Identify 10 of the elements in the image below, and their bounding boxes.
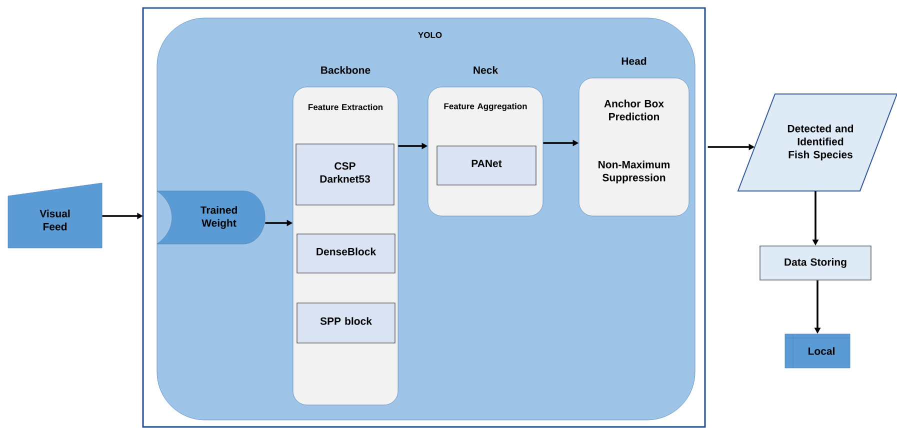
process-box: SPP block <box>296 302 396 344</box>
node-label: Backbone <box>321 66 370 74</box>
process-box: PANet <box>436 146 536 186</box>
node-label: Neck <box>474 66 498 74</box>
node-label: Head <box>622 57 646 65</box>
stage-column: Head Anchor Box Prediction Non-Maximum Suppression <box>578 57 690 216</box>
process-box: Data Storing <box>760 246 872 280</box>
storage-box: Local <box>784 334 850 368</box>
process-box: DenseBlock <box>296 234 396 274</box>
process-box: CSP Darknet53 <box>296 144 394 206</box>
